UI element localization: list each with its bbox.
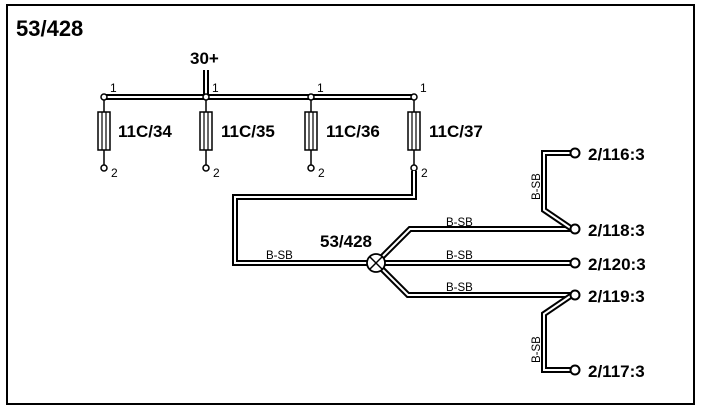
fuse-label: 11C/35 bbox=[221, 122, 275, 141]
splice-label: 53/428 bbox=[320, 232, 372, 251]
connector-2-119: 2/119:3 bbox=[569, 287, 645, 306]
wire-splice-to-2-118 bbox=[373, 226, 572, 266]
wire-color-label: B-SB bbox=[266, 250, 293, 262]
fuse-pin-bottom: 2 bbox=[111, 166, 118, 180]
connector-2-120: 2/120:3 bbox=[569, 255, 646, 274]
fuse-11c-36: 1 2 11C/36 bbox=[304, 81, 380, 180]
fuse-pin-bottom: 2 bbox=[421, 166, 428, 180]
fuse-pin-top: 1 bbox=[317, 81, 324, 95]
wire-color-label: B-SB bbox=[446, 217, 473, 229]
connector-label: 2/120:3 bbox=[588, 255, 646, 274]
connector-label: 2/117:3 bbox=[588, 362, 645, 381]
connector-2-118: 2/118:3 bbox=[569, 221, 645, 240]
wire-2-119-to-2-117 bbox=[541, 292, 574, 373]
fuse-11c-34: 1 2 11C/34 bbox=[97, 81, 172, 180]
splice-53-428 bbox=[366, 253, 386, 273]
fuse-label: 11C/36 bbox=[326, 122, 380, 141]
wire-color-label: B-SB bbox=[531, 173, 543, 200]
diagram-title: 53/428 bbox=[16, 16, 83, 41]
diagram-frame bbox=[6, 4, 695, 405]
connector-label: 2/118:3 bbox=[588, 221, 645, 240]
fuse-label: 11C/34 bbox=[118, 122, 172, 141]
wire-color-label: B-SB bbox=[446, 282, 473, 294]
fuse-11c-35: 1 2 11C/35 bbox=[199, 81, 275, 180]
fuse-pin-bottom: 2 bbox=[318, 166, 325, 180]
connector-2-117: 2/117:3 bbox=[569, 362, 645, 381]
connector-label: 2/119:3 bbox=[588, 287, 645, 306]
fuse-pin-bottom: 2 bbox=[213, 166, 220, 180]
fuse-label: 11C/37 bbox=[429, 122, 483, 141]
wire-splice-to-2-119 bbox=[373, 260, 572, 298]
fuse-pin-top: 1 bbox=[212, 81, 219, 95]
fuse-11c-37: 1 2 11C/37 bbox=[407, 81, 483, 180]
wire-fuse-to-splice bbox=[232, 171, 417, 266]
wire-color-label: B-SB bbox=[531, 336, 543, 363]
wire-color-label: B-SB bbox=[446, 250, 473, 262]
wire-2-118-to-2-116 bbox=[541, 150, 574, 232]
fuse-pin-top: 1 bbox=[420, 81, 427, 95]
supply-label: 30+ bbox=[190, 49, 219, 68]
connector-label: 2/116:3 bbox=[588, 145, 645, 164]
connector-2-116: 2/116:3 bbox=[569, 145, 645, 164]
fuse-pin-top: 1 bbox=[110, 81, 117, 95]
